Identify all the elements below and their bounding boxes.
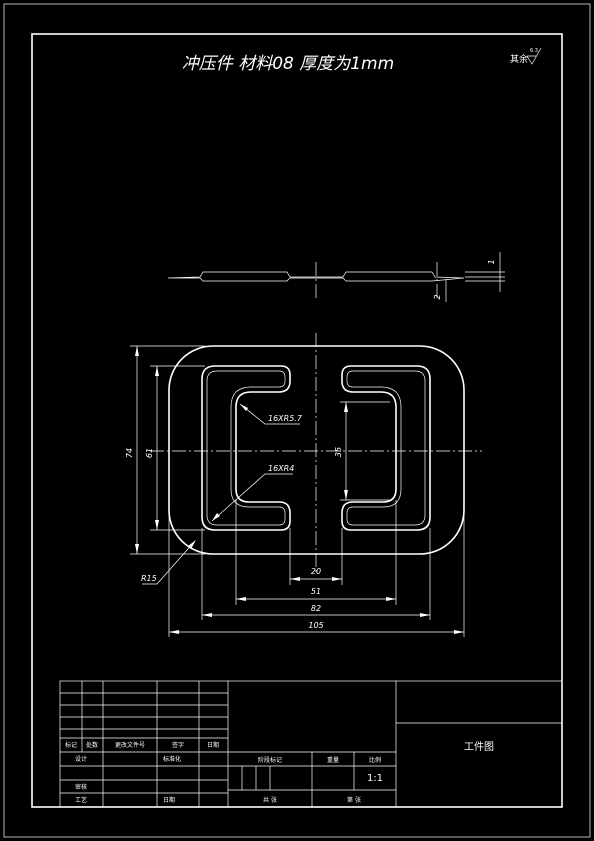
- dim-arrow: [236, 597, 246, 601]
- leader-arrow: [240, 404, 248, 411]
- tb-drawing-name: 工件图: [464, 741, 494, 753]
- right-slot-outer: [341, 365, 431, 531]
- dim-corner-radius: R15: [141, 574, 157, 583]
- dim-gap-width: 20: [311, 567, 321, 576]
- dim-arrow: [169, 630, 179, 634]
- tb-rev-header: 签字: [172, 741, 184, 749]
- left-slot-inner: [206, 370, 286, 526]
- dim-arrow: [135, 544, 139, 554]
- tb-rev-header: 更改文件号: [115, 741, 145, 749]
- dim-section-height: 2: [433, 294, 442, 299]
- tb-sheets: 共 张: [263, 796, 277, 804]
- tb-sheet: 第 张: [347, 796, 361, 804]
- dim-arrow: [155, 520, 159, 530]
- leader-arrow: [212, 513, 220, 521]
- dim-arrow: [135, 346, 139, 356]
- dim-arrow: [155, 366, 159, 376]
- tb-stage: 阶段标记: [258, 756, 282, 764]
- tb-std: 标准化: [163, 755, 181, 763]
- section-profile: [167, 271, 465, 282]
- dim-arrow: [202, 613, 212, 617]
- dim-arrow: [420, 613, 430, 617]
- tb-row-process: 工艺: [75, 796, 87, 804]
- front-view: 74 61 35 20 51 82 105: [125, 333, 482, 637]
- section-view: 1 2: [167, 252, 505, 302]
- dim-arrow: [290, 577, 300, 581]
- leader-r15: [142, 540, 196, 585]
- tb-rev-header: 处数: [86, 741, 98, 749]
- leader-16xr4: [211, 473, 293, 522]
- surface-note-value: 6.3: [530, 48, 538, 54]
- tb-rev-header: 日期: [207, 741, 219, 749]
- dim-inner-height: 61: [145, 448, 154, 458]
- tb-date: 日期: [163, 796, 175, 804]
- dim-arrow: [344, 402, 348, 412]
- dim-section-thickness: 1: [487, 259, 496, 264]
- dim-arrow: [454, 630, 464, 634]
- tb-scale: 比例: [369, 756, 381, 764]
- dim-inner-span: 51: [311, 587, 321, 596]
- tb-rev-header: 标记: [65, 741, 77, 749]
- roughness-symbol-icon: [526, 47, 542, 65]
- dim-arrow: [386, 597, 396, 601]
- tb-row-review: 审核: [75, 783, 87, 791]
- dim-overall-height: 74: [125, 448, 134, 458]
- outer-border: [3, 3, 591, 838]
- right-slot-inner: [346, 370, 426, 526]
- dim-slot-span: 82: [311, 604, 321, 613]
- leader-arrow: [188, 540, 196, 549]
- dim-arrow: [344, 490, 348, 500]
- callout-2: 16XR4: [268, 464, 294, 473]
- dim-slot-height: 35: [334, 447, 343, 457]
- leader-16xr57: [239, 403, 300, 425]
- dim-arrow: [332, 577, 342, 581]
- surface-note-label: 其余: [510, 53, 528, 65]
- title-block: 标记 处数 更改文件号 签字 日期 设计 标准化 审核 工艺 日期 阶段标记 重…: [59, 680, 563, 808]
- surface-roughness-note: 其余 6.3: [510, 47, 542, 65]
- callout-1: 16XR5.7: [268, 414, 303, 423]
- plate-outline: [168, 345, 465, 555]
- dim-overall-width: 105: [308, 621, 323, 630]
- tb-row-design: 设计: [75, 755, 87, 763]
- title-block-frame: [59, 680, 563, 808]
- drawing-title: 冲压件 材料08 厚度为1mm: [182, 54, 394, 74]
- tb-weight: 重量: [327, 756, 339, 764]
- left-slot-outer: [201, 365, 291, 531]
- tb-scale-value: 1:1: [367, 773, 383, 784]
